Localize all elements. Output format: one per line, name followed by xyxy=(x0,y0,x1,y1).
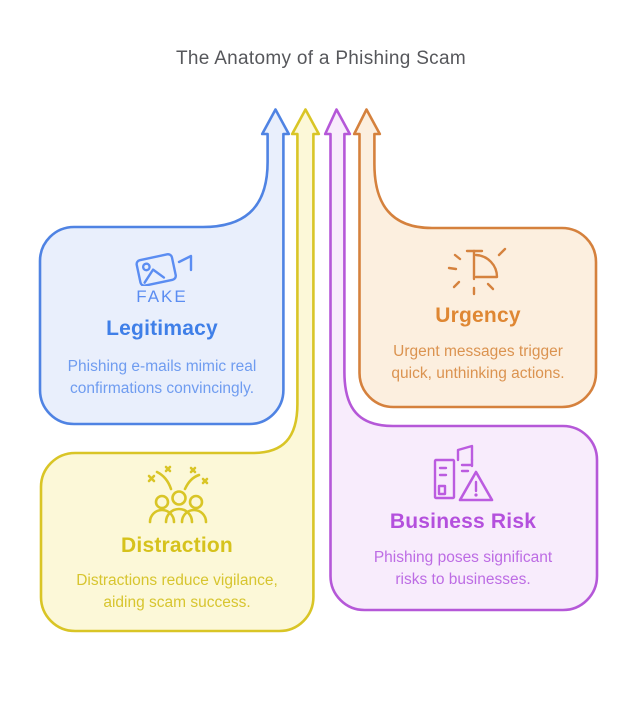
page-title: The Anatomy of a Phishing Scam xyxy=(176,48,466,69)
urgency-description: Urgent messages trigger quick, unthinkin… xyxy=(391,343,565,382)
urgency-card: Urgency Urgent messages trigger quick, u… xyxy=(359,242,597,385)
timer-icon xyxy=(447,247,507,296)
urgency-title: Urgency xyxy=(435,304,521,327)
distraction-card: Distraction Distractions reduce vigilanc… xyxy=(41,464,313,614)
fake-image-icon xyxy=(135,253,193,286)
business-risk-card-shape xyxy=(323,108,599,612)
buildings-warning-icon xyxy=(433,444,494,502)
legitimacy-card: FAKE Legitimacy Phishing e-mails mimic r… xyxy=(40,248,284,400)
legitimacy-description: Phishing e-mails mimic real confirmation… xyxy=(67,358,257,397)
distraction-card-shape xyxy=(39,108,321,633)
celebration-icon xyxy=(147,465,209,524)
legitimacy-card-shape xyxy=(38,108,291,426)
distraction-description: Distractions reduce vigilance, aiding sc… xyxy=(76,572,278,611)
business-risk-card: Business Risk Phishing poses significant… xyxy=(331,444,595,591)
business-risk-title: Business Risk xyxy=(389,510,537,533)
fake-stamp-label: FAKE xyxy=(136,287,188,306)
legitimacy-title: Legitimacy xyxy=(106,317,218,340)
business-risk-description: Phishing poses significant risks to busi… xyxy=(373,549,553,588)
distraction-title: Distraction xyxy=(121,534,233,557)
